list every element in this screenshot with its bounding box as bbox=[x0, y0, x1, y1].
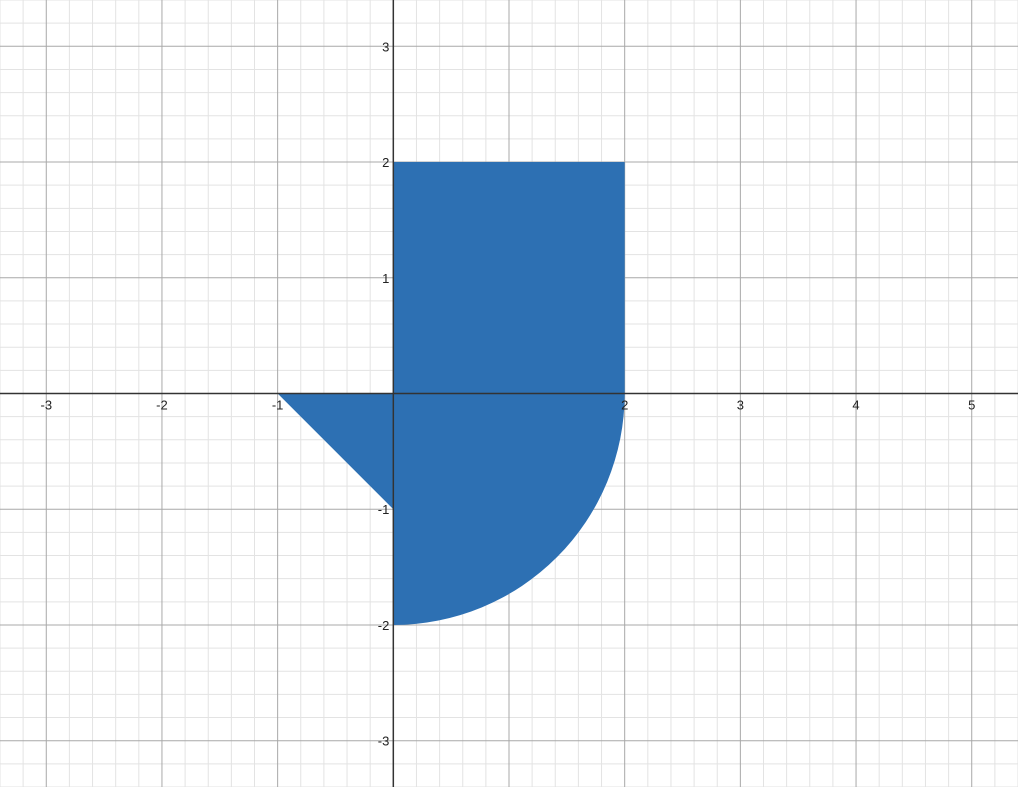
y-tick-label: -1 bbox=[378, 502, 390, 517]
x-axis-tick-labels: -3 -2 -1 2 3 4 5 bbox=[40, 398, 975, 413]
x-tick-label: -2 bbox=[156, 398, 168, 413]
y-tick-label: -3 bbox=[378, 734, 390, 749]
x-tick-label: 5 bbox=[968, 398, 975, 413]
x-tick-label: 2 bbox=[621, 398, 628, 413]
y-tick-label: 2 bbox=[382, 155, 389, 170]
x-tick-label: -3 bbox=[40, 398, 52, 413]
x-tick-label: -1 bbox=[272, 398, 284, 413]
y-tick-label: 3 bbox=[382, 39, 389, 54]
y-tick-label: -2 bbox=[378, 618, 390, 633]
y-tick-label: 1 bbox=[382, 271, 389, 286]
y-axis-tick-labels: 3 2 1 -1 -2 -3 bbox=[378, 39, 390, 748]
x-tick-label: 4 bbox=[852, 398, 859, 413]
x-tick-label: 3 bbox=[737, 398, 744, 413]
